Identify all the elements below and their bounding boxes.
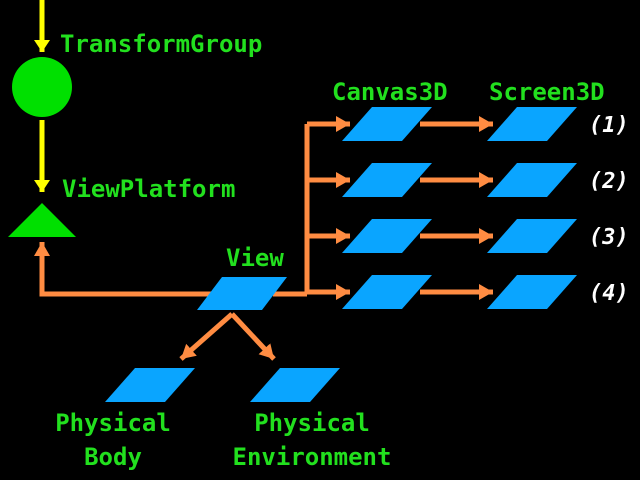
arrow-view-to-physical-body bbox=[179, 312, 234, 361]
row-number-2: (2) bbox=[589, 169, 629, 194]
screen3d-node-3 bbox=[487, 219, 577, 253]
canvas3d-header: Canvas3D bbox=[332, 78, 448, 106]
row-number-3: (3) bbox=[589, 225, 629, 250]
physical-environment-node bbox=[250, 368, 340, 402]
arrow-view-to-physical-environment bbox=[230, 312, 276, 361]
screen3d-node-4 bbox=[487, 275, 577, 309]
physical-environment-label-line2: Environment bbox=[233, 443, 392, 471]
row-number-4: (4) bbox=[589, 281, 629, 306]
canvas3d-node-4 bbox=[342, 275, 432, 309]
row-number-1: (1) bbox=[589, 113, 629, 138]
screen3d-node-2 bbox=[487, 163, 577, 197]
canvas3d-node-2 bbox=[342, 163, 432, 197]
canvas3d-node-3 bbox=[342, 219, 432, 253]
canvas-screen-rows: (1) (2) (3) (4) bbox=[307, 107, 629, 309]
screen3d-node-1 bbox=[487, 107, 577, 141]
viewplatform-label: ViewPlatform bbox=[62, 175, 235, 203]
screen3d-header: Screen3D bbox=[489, 78, 605, 106]
physical-body-label-line2: Body bbox=[84, 443, 142, 471]
canvas3d-node-1 bbox=[342, 107, 432, 141]
transformgroup-label: TransformGroup bbox=[60, 30, 262, 58]
arrow-view-to-viewplatform bbox=[34, 242, 215, 297]
view-node bbox=[197, 277, 287, 310]
physical-environment-label-line1: Physical bbox=[254, 409, 370, 437]
physical-body-node bbox=[105, 368, 195, 402]
view-label: View bbox=[226, 244, 284, 272]
viewplatform-node bbox=[8, 203, 76, 237]
transformgroup-node bbox=[12, 57, 72, 117]
physical-body-label-line1: Physical bbox=[55, 409, 171, 437]
